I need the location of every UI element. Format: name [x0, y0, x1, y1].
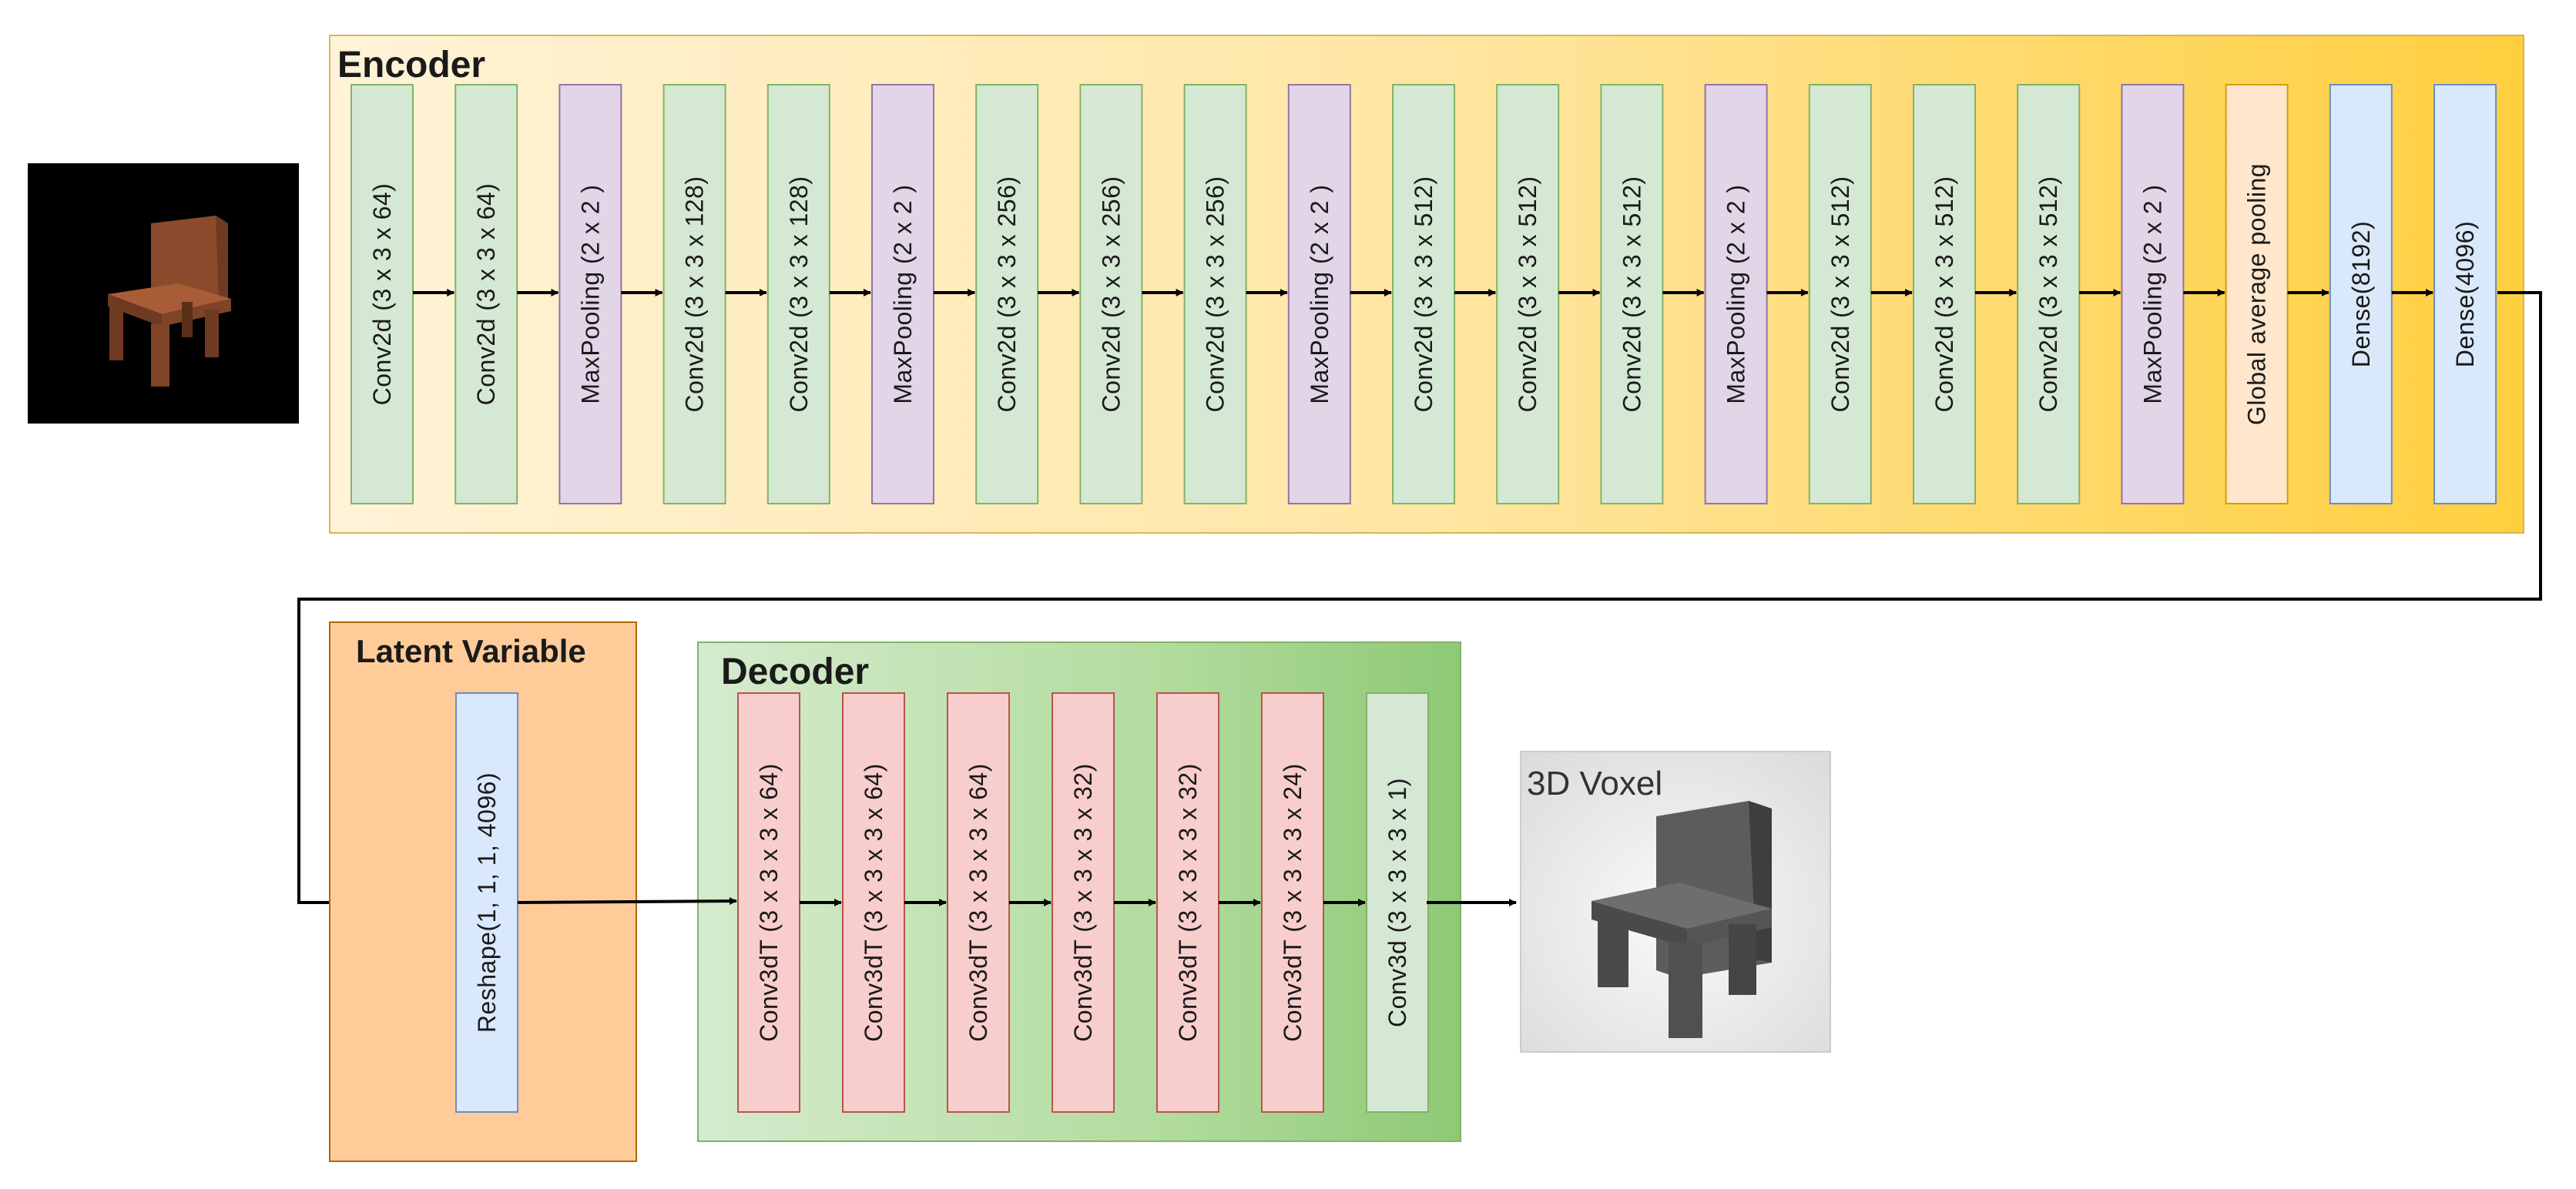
encoder-layer-10-label: MaxPooling (2 x 2 )	[1306, 184, 1333, 404]
encoder-layer-16: Conv2d (3 x 3 x 512)	[1913, 84, 1976, 504]
decoder-layer-7: Conv3d (3 x 3 x 3 x 1)	[1366, 692, 1429, 1113]
encoder-to-latent-connector	[297, 291, 2542, 906]
decoder-layer-4-label: Conv3dT (3 x 3 x 3 x 32)	[1069, 763, 1097, 1042]
decoder-section: Decoder Conv3dT (3 x 3 x 3 x 64)Conv3dT …	[697, 641, 1461, 1142]
encoder-layer-17-box	[2017, 84, 2081, 504]
encoder-layer-11: Conv2d (3 x 3 x 512)	[1392, 84, 1455, 504]
encoder-layer-15: Conv2d (3 x 3 x 512)	[1808, 84, 1872, 504]
decoder-title: Decoder	[721, 651, 869, 692]
encoder-layer-6-box	[871, 84, 934, 504]
decoder-layer-3: Conv3dT (3 x 3 x 3 x 64)	[947, 692, 1010, 1113]
encoder-layer-14: MaxPooling (2 x 2 )	[1704, 84, 1768, 504]
decoder-layer-6-box	[1261, 692, 1324, 1113]
encoder-section: Encoder Conv2d (3 x 3 x 64)Conv2d (3 x 3…	[329, 35, 2524, 534]
decoder-layer-6-label: Conv3dT (3 x 3 x 3 x 24)	[1279, 763, 1306, 1042]
encoder-layer-7: Conv2d (3 x 3 x 256)	[975, 84, 1039, 504]
encoder-layer-7-label: Conv2d (3 x 3 x 256)	[993, 176, 1021, 412]
encoder-layer-18-label: MaxPooling (2 x 2 )	[2138, 184, 2166, 404]
encoder-layer-20-box	[2329, 84, 2393, 504]
encoder-layer-19-box	[2225, 84, 2289, 504]
encoder-layer-9: Conv2d (3 x 3 x 256)	[1183, 84, 1247, 504]
latent-title: Latent Variable	[356, 633, 586, 669]
encoder-layer-3: MaxPooling (2 x 2 )	[558, 84, 622, 504]
encoder-layer-14-box	[1704, 84, 1768, 504]
latent-section: Latent Variable Reshape(1, 1, 1, 4096)	[329, 621, 637, 1162]
encoder-layer-17-label: Conv2d (3 x 3 x 512)	[2034, 176, 2062, 412]
encoder-layer-21: Dense(4096)	[2433, 84, 2497, 504]
encoder-layer-1-label: Conv2d (3 x 3 x 64)	[368, 183, 396, 406]
encoder-layer-8-label: Conv2d (3 x 3 x 256)	[1097, 176, 1125, 412]
encoder-layer-5-box	[766, 84, 830, 504]
encoder-layer-2: Conv2d (3 x 3 x 64)	[454, 84, 518, 504]
encoder-layer-9-box	[1183, 84, 1247, 504]
decoder-layer-1-label: Conv3dT (3 x 3 x 3 x 64)	[755, 763, 783, 1042]
encoder-layer-6-label: MaxPooling (2 x 2 )	[889, 184, 917, 404]
encoder-layer-11-label: Conv2d (3 x 3 x 512)	[1410, 176, 1437, 412]
encoder-layer-8: Conv2d (3 x 3 x 256)	[1079, 84, 1143, 504]
latent-layer: Reshape(1, 1, 1, 4096)	[455, 692, 518, 1113]
decoder-layer-6: Conv3dT (3 x 3 x 3 x 24)	[1261, 692, 1324, 1113]
decoder-layer-7-label: Conv3d (3 x 3 x 3 x 1)	[1384, 778, 1411, 1027]
encoder-layer-12-label: Conv2d (3 x 3 x 512)	[1514, 176, 1541, 412]
encoder-layer-12: Conv2d (3 x 3 x 512)	[1496, 84, 1560, 504]
encoder-layer-11-box	[1392, 84, 1455, 504]
encoder-layer-21-label: Dense(4096)	[2451, 221, 2479, 368]
encoder-layer-13-box	[1600, 84, 1664, 504]
decoder-layer-5-label: Conv3dT (3 x 3 x 3 x 32)	[1174, 763, 1202, 1042]
encoder-layer-15-label: Conv2d (3 x 3 x 512)	[1826, 176, 1854, 412]
decoder-layers: Conv3dT (3 x 3 x 3 x 64) Conv3dT (3 x 3 x…	[737, 692, 1429, 1113]
output-title: 3D Voxel	[1527, 765, 1662, 802]
encoder-layer-12-box	[1496, 84, 1560, 504]
encoder-layer-1: Conv2d (3 x 3 x 64)	[351, 84, 414, 504]
encoder-layer-8-box	[1079, 84, 1143, 504]
encoder-layer-18-box	[2121, 84, 2185, 504]
encoder-layer-3-label: MaxPooling (2 x 2 )	[576, 184, 604, 404]
input-chair-image	[28, 163, 299, 424]
encoder-layer-19-label: Global average pooling	[2243, 163, 2271, 425]
decoder-layer-5: Conv3dT (3 x 3 x 3 x 32)	[1156, 692, 1219, 1113]
decoder-layer-2: Conv3dT (3 x 3 x 3 x 64)	[842, 692, 905, 1113]
decoder-layer-7-box	[1366, 692, 1429, 1113]
latent-reshape-layer: Reshape(1, 1, 1, 4096)	[455, 692, 518, 1113]
encoder-layer-5: Conv2d (3 x 3 x 128)	[766, 84, 830, 504]
encoder-layer-13-label: Conv2d (3 x 3 x 512)	[1618, 176, 1645, 412]
latent-reshape-layer-box	[455, 692, 518, 1113]
encoder-layer-2-box	[454, 84, 518, 504]
encoder-layer-10: MaxPooling (2 x 2 )	[1287, 84, 1351, 504]
encoder-layer-18: MaxPooling (2 x 2 )	[2121, 84, 2185, 504]
encoder-layer-7-box	[975, 84, 1039, 504]
encoder-title: Encoder	[337, 45, 485, 85]
output-voxel-image: 3D Voxel	[1520, 751, 1831, 1053]
decoder-layer-3-label: Conv3dT (3 x 3 x 3 x 64)	[964, 763, 992, 1042]
encoder-layer-4: Conv2d (3 x 3 x 128)	[662, 84, 726, 504]
encoder-layer-19: Global average pooling	[2225, 84, 2289, 504]
latent-to-decoder-arrow	[517, 897, 737, 906]
latent-reshape-layer-label: Reshape(1, 1, 1, 4096)	[473, 772, 501, 1033]
encoder-layer-20: Dense(8192)	[2329, 84, 2393, 504]
decoder-layer-1: Conv3dT (3 x 3 x 3 x 64)	[737, 692, 800, 1113]
encoder-layer-14-label: MaxPooling (2 x 2 )	[1722, 184, 1750, 404]
encoder-layer-6: MaxPooling (2 x 2 )	[871, 84, 934, 504]
encoder-layer-10-box	[1287, 84, 1351, 504]
encoder-layer-4-box	[662, 84, 726, 504]
encoder-layer-20-label: Dense(8192)	[2347, 221, 2375, 368]
decoder-layer-2-box	[842, 692, 905, 1113]
encoder-layer-1-box	[351, 84, 414, 504]
encoder-layer-16-label: Conv2d (3 x 3 x 512)	[1930, 176, 1958, 412]
decoder-layer-4-box	[1052, 692, 1115, 1113]
decoder-layer-3-box	[947, 692, 1010, 1113]
encoder-layer-5-label: Conv2d (3 x 3 x 128)	[785, 176, 813, 412]
encoder-layer-21-box	[2433, 84, 2497, 504]
encoder-layer-2-label: Conv2d (3 x 3 x 64)	[472, 183, 500, 406]
encoder-layers: Conv2d (3 x 3 x 64) Conv2d (3 x 3 x 64) Ma…	[351, 84, 2497, 504]
encoder-layer-9-label: Conv2d (3 x 3 x 256)	[1202, 176, 1229, 412]
encoder-layer-3-box	[558, 84, 622, 504]
encoder-layer-16-box	[1913, 84, 1976, 504]
decoder-layer-4: Conv3dT (3 x 3 x 3 x 32)	[1052, 692, 1115, 1113]
encoder-layer-13: Conv2d (3 x 3 x 512)	[1600, 84, 1664, 504]
decoder-layer-2-label: Conv3dT (3 x 3 x 3 x 64)	[860, 763, 887, 1042]
encoder-layer-4-label: Conv2d (3 x 3 x 128)	[681, 176, 709, 412]
encoder-layer-17: Conv2d (3 x 3 x 512)	[2017, 84, 2081, 504]
